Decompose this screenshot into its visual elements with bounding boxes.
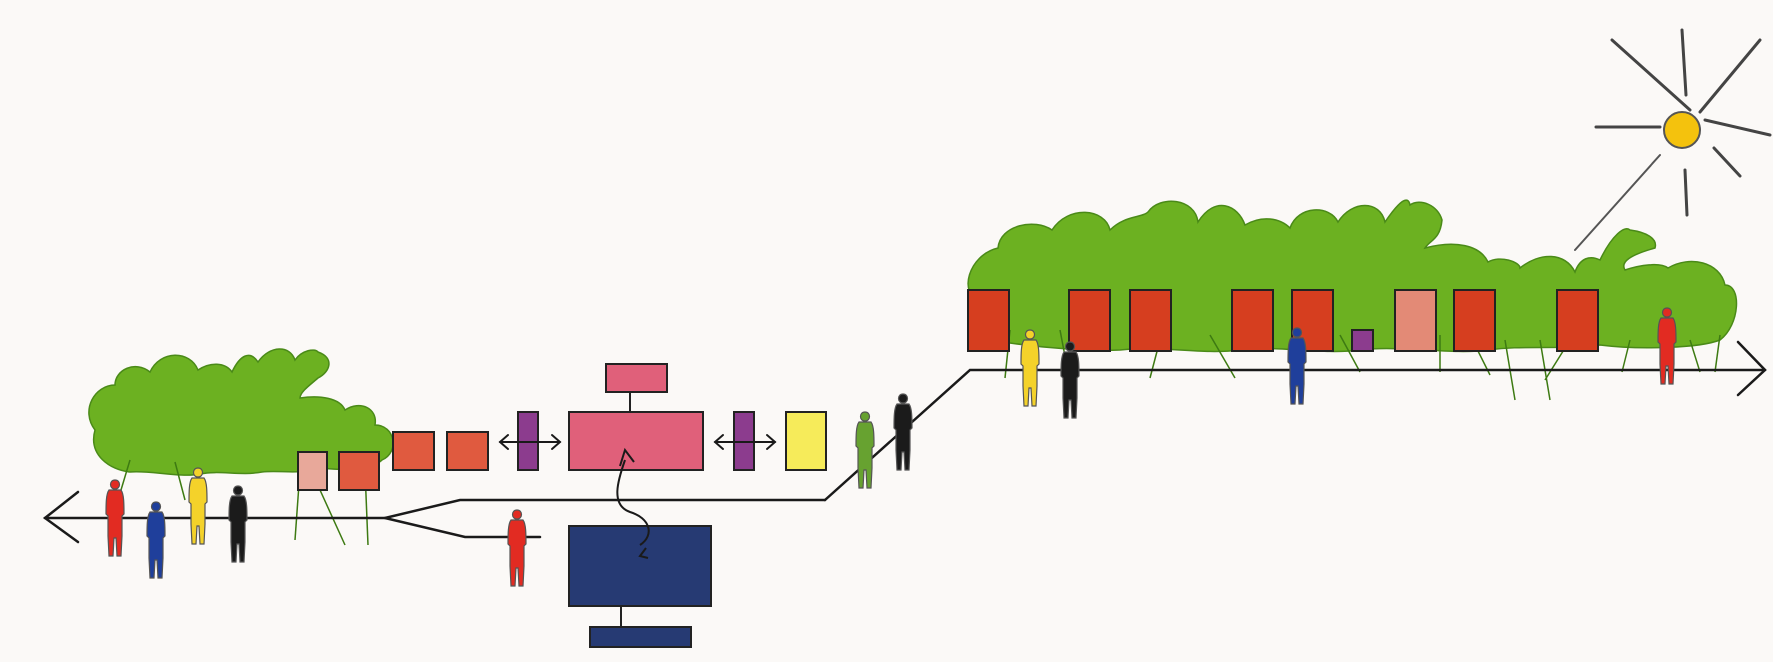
- double-arrow-icon: [498, 434, 777, 450]
- building-icon: [1129, 289, 1172, 352]
- sun-ray: [1680, 28, 1688, 97]
- screen-stand: [589, 626, 692, 648]
- building-icon: [1068, 289, 1111, 352]
- sun-ray: [1698, 38, 1762, 114]
- sun-icon: [1574, 28, 1772, 251]
- sun-ray: [1712, 146, 1742, 178]
- building-row-left: [297, 363, 827, 491]
- person-icon: [855, 411, 875, 489]
- sun-ray: [1610, 38, 1692, 112]
- upper-path: [823, 368, 1767, 502]
- person-icon: [1287, 327, 1307, 405]
- building-icon: [1291, 289, 1334, 352]
- sun-ray: [1683, 168, 1689, 217]
- building-icon: [1556, 289, 1599, 352]
- hub-top: [605, 363, 668, 393]
- building-icon: [446, 431, 489, 471]
- hub-building: [568, 411, 704, 471]
- building-row-right: [967, 289, 1599, 352]
- building-icon: [1231, 289, 1274, 352]
- connector-curve: [616, 459, 650, 546]
- person-icon: [1657, 307, 1677, 385]
- building-icon: [785, 411, 827, 471]
- building-icon: [1394, 289, 1437, 352]
- person-icon: [893, 393, 913, 471]
- arrow-right-head: [1736, 340, 1767, 397]
- person-icon: [507, 509, 527, 587]
- building-icon: [297, 451, 328, 491]
- connector-arrowhead: [638, 547, 649, 559]
- screen-icon: [568, 525, 712, 648]
- tree-canopy-left: [88, 348, 394, 476]
- sun-ray: [1703, 118, 1772, 137]
- connector-arrowhead: [619, 447, 635, 467]
- building-icon: [392, 431, 435, 471]
- building-icon: [338, 451, 380, 491]
- building-icon: [1453, 289, 1496, 352]
- person-icon: [146, 501, 166, 579]
- sun-disc: [1663, 111, 1701, 149]
- tree-icon: [88, 348, 394, 476]
- building-icon: [967, 289, 1010, 352]
- person-icon: [105, 479, 125, 557]
- person-icon: [188, 467, 208, 545]
- sun-beam: [1574, 154, 1661, 251]
- person-icon: [1060, 341, 1080, 419]
- building-icon: [1351, 329, 1374, 352]
- middle-path: [43, 498, 827, 520]
- arrow-icon: [42, 340, 1767, 544]
- screen-display: [568, 525, 712, 607]
- person-icon: [1020, 329, 1040, 407]
- arrow-left-head: [42, 490, 80, 544]
- person-icon: [228, 485, 248, 563]
